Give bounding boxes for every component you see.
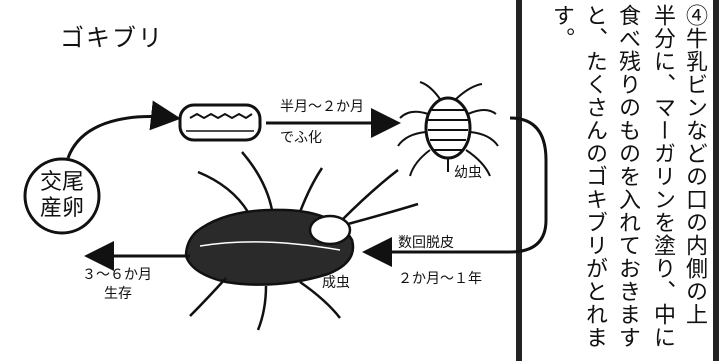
text-column-4: と、たくさんのゴキブリがとれま — [583, 4, 605, 349]
lifespan-period-label: ３～６か月 — [82, 264, 152, 284]
text-column-5: す。 — [550, 4, 572, 50]
text-column-3: 食べ残りのものを入れておきます — [616, 4, 638, 349]
egg-laying-label: 産卵 — [26, 196, 98, 222]
nymph-label: 幼虫 — [454, 162, 482, 182]
lifespan-label: 生存 — [104, 283, 132, 303]
adult-label: 成虫 — [322, 272, 350, 292]
text-column-2: 半分に、マーガリンを塗り、中に — [651, 4, 673, 349]
adult-cockroach-icon — [186, 152, 418, 330]
hatch-period-label: 半月～２か月 — [280, 96, 364, 116]
nymph-cockroach-icon — [398, 82, 498, 176]
hatch-label: でふ化 — [280, 127, 322, 147]
arrow-circle-to-egg — [68, 117, 175, 158]
mating-label: 交尾 — [26, 170, 98, 196]
molting-label: 数回脱皮 — [398, 232, 454, 252]
text-column-1: ④牛乳ビンなどの口の内側の上 — [683, 4, 705, 326]
maturity-period-label: ２か月～１年 — [398, 268, 482, 288]
egg-capsule-icon — [180, 105, 260, 140]
